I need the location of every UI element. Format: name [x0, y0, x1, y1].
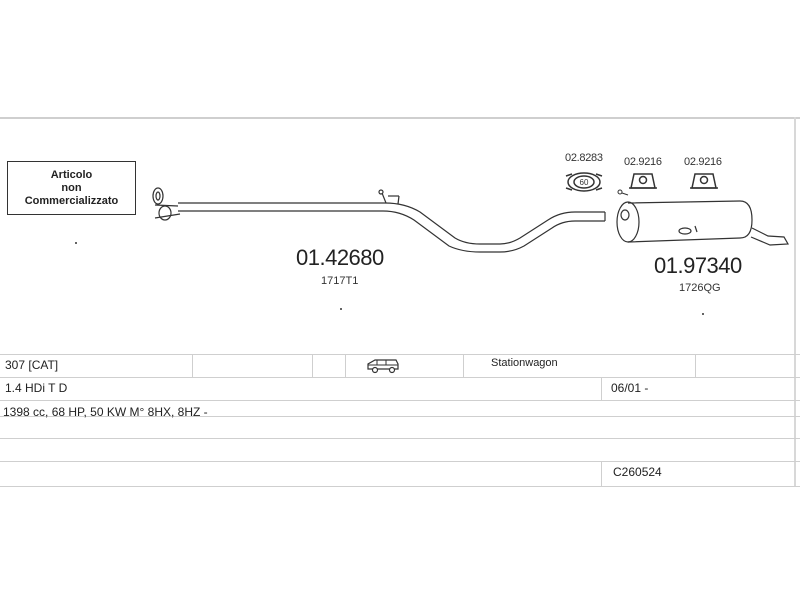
front-flange-icon	[152, 187, 181, 221]
bolt-icon	[617, 189, 629, 196]
table-col-divider	[312, 355, 313, 377]
table-col-divider	[192, 355, 193, 377]
front-pipe	[178, 189, 606, 253]
rear-silencer-code: 01.97340	[654, 253, 742, 278]
table-col-divider	[601, 378, 602, 400]
table-row-divider	[0, 400, 800, 401]
table-row-divider	[0, 377, 800, 378]
table-row-divider	[0, 354, 800, 355]
table-row-divider	[0, 486, 800, 487]
diagram-right-border	[794, 117, 796, 487]
note-line-1: Articolo	[50, 168, 93, 181]
table-row-divider	[0, 438, 800, 439]
hanger-b-code: 02.9216	[684, 156, 722, 168]
clamp-ring-icon	[565, 172, 603, 192]
table-row-divider	[0, 461, 800, 462]
not-sold-note: Articolo non Commercializzato	[7, 161, 136, 215]
table-col-divider	[601, 462, 602, 486]
rubber-hanger-icon	[629, 173, 657, 189]
front-pipe-ref: 1717T1	[321, 275, 359, 287]
dot-mark	[702, 313, 704, 315]
vehicle-model: 307 [CAT]	[5, 358, 59, 372]
table-col-divider	[463, 355, 464, 377]
rubber-hanger-icon	[690, 173, 718, 189]
table-col-divider	[695, 355, 696, 377]
clamp-ring-size: 60	[580, 178, 589, 187]
hanger-a-code: 02.9216	[624, 156, 662, 168]
table-row-divider	[0, 416, 800, 417]
table-col-divider	[345, 355, 346, 377]
catalog-code: C260524	[613, 465, 662, 479]
rear-silencer	[616, 200, 790, 246]
vehicle-spec: 1398 cc, 68 HP, 50 KW M° 8HX, 8HZ -	[3, 405, 208, 419]
front-pipe-code: 01.42680	[296, 245, 384, 270]
clamp-ring-code: 02.8283	[565, 152, 603, 164]
vehicle-body-type: Stationwagon	[491, 357, 558, 369]
vehicle-period: 06/01 -	[611, 381, 649, 395]
note-line-2: non	[61, 181, 82, 194]
vehicle-engine: 1.4 HDi T D	[5, 381, 68, 395]
station-wagon-car-icon	[367, 359, 399, 374]
rear-silencer-ref: 1726QG	[679, 282, 721, 294]
dot-mark	[340, 308, 342, 310]
dot-mark	[75, 242, 77, 244]
diagram-top-border	[0, 117, 800, 119]
note-line-3: Commercializzato	[24, 194, 119, 207]
